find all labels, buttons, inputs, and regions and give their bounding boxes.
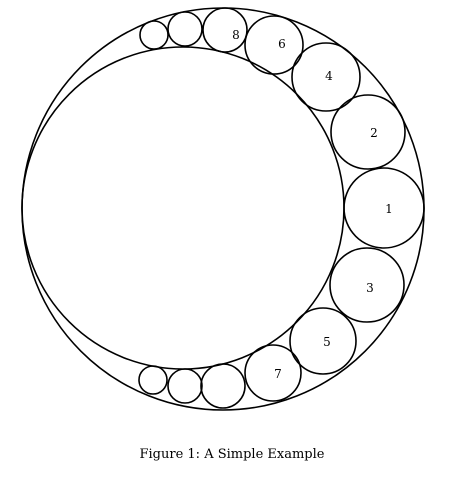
chain-label-6: 6: [278, 37, 286, 51]
chain-circle-7: [244, 344, 302, 402]
chain-circle-6: [244, 15, 304, 75]
chain-label-4: 4: [325, 69, 333, 83]
inner-circle: [21, 46, 345, 370]
outer-circle: [21, 7, 425, 411]
chain-label-2: 2: [370, 126, 378, 140]
figure-caption: Figure 1: A Simple Example: [139, 447, 325, 462]
chain-circle-bottom-small-1: [138, 365, 168, 395]
chain-label-5: 5: [323, 335, 331, 349]
chain-circle-top-small-2: [167, 11, 203, 47]
chain-circle-bottom-small-3: [200, 363, 246, 409]
chain-circle-4: [291, 42, 361, 112]
chain-label-1: 1: [385, 202, 393, 216]
chain-circle-2: [330, 94, 406, 170]
chain-label-7: 7: [274, 367, 282, 381]
chain-circle-1: [343, 167, 425, 249]
pappus-chain-diagram: 8 6 4 2 1 3 5 7: [21, 7, 425, 411]
chain-circle-bottom-small-2: [167, 368, 203, 404]
chain-label-8: 8: [232, 28, 240, 42]
chain-circle-top-small-1: [139, 20, 169, 50]
chain-circle-5: [289, 307, 357, 375]
chain-label-3: 3: [366, 281, 374, 295]
chain-circle-3: [329, 247, 405, 323]
chain-circle-8: [202, 7, 248, 53]
